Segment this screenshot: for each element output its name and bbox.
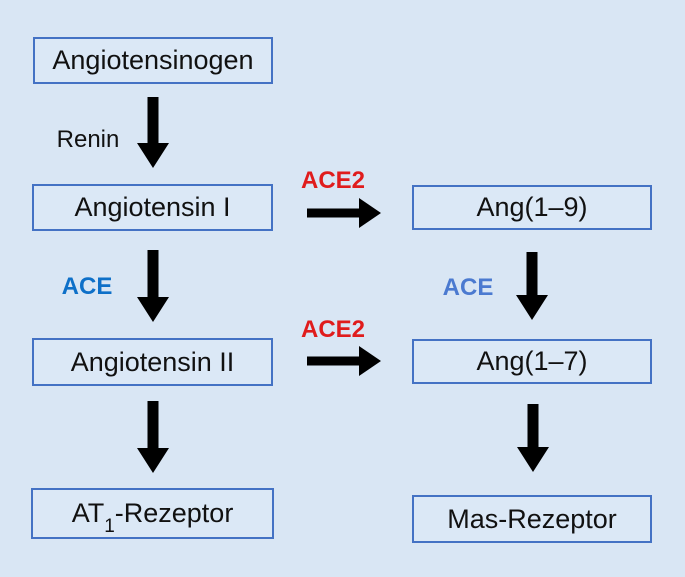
arrow-ang-1-9-to-ang-1-7: [516, 252, 548, 320]
at1-label-subscript: 1: [104, 516, 115, 538]
node-ang-1-9: Ang(1–9): [412, 185, 652, 230]
at1-label-suffix: -Rezeptor: [114, 498, 234, 528]
node-angiotensin-ii: Angiotensin II: [32, 338, 273, 386]
node-angiotensin-i-label: Angiotensin I: [74, 192, 231, 222]
node-ang-1-7: Ang(1–7): [412, 339, 652, 384]
at1-label-prefix: AT: [71, 498, 105, 528]
arrow-angiotensinogen-to-angiotensin-i: [137, 97, 169, 168]
enzyme-label-ace2-bottom: ACE2: [300, 316, 366, 343]
node-mas-rezeptor-label: Mas-Rezeptor: [447, 503, 617, 534]
enzyme-label-ace2-top: ACE2: [300, 167, 366, 194]
node-at1-rezeptor-label: AT1-Rezeptor: [71, 498, 234, 536]
arrow-angiotensin-ii-to-ang-1-7: [307, 346, 381, 376]
enzyme-label-ace-left: ACE: [61, 273, 113, 300]
node-angiotensinogen-label: Angiotensinogen: [52, 45, 254, 75]
arrow-angiotensin-i-to-ang-1-9: [307, 198, 381, 228]
node-angiotensin-i: Angiotensin I: [32, 184, 273, 231]
node-mas-rezeptor: Mas-Rezeptor: [412, 495, 652, 543]
node-ang-1-7-label: Ang(1–7): [476, 346, 588, 376]
enzyme-label-renin: Renin: [56, 126, 120, 153]
enzyme-label-ace-right: ACE: [442, 274, 494, 301]
node-ang-1-9-label: Ang(1–9): [476, 192, 588, 222]
node-angiotensinogen: Angiotensinogen: [33, 37, 273, 84]
node-angiotensin-ii-label: Angiotensin II: [70, 346, 235, 377]
arrow-angiotensin-ii-to-at1-rezeptor: [137, 401, 169, 473]
arrow-ang-1-7-to-mas-rezeptor: [517, 404, 549, 472]
arrow-angiotensin-i-to-angiotensin-ii: [137, 250, 169, 322]
node-at1-rezeptor: AT1-Rezeptor: [31, 488, 274, 539]
